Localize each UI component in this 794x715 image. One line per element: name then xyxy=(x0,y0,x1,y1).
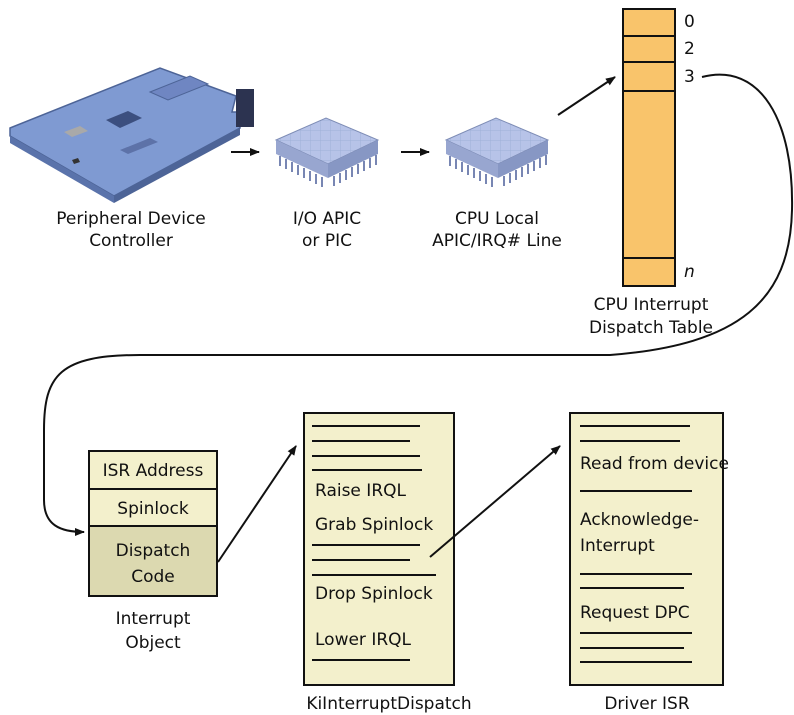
ioapic-chip-icon xyxy=(274,117,380,187)
arrow-dispatch-to-ki xyxy=(217,445,297,563)
ki-interrupt-dispatch-doc xyxy=(303,412,455,686)
ki-step-lower-irql: Lower IRQL xyxy=(315,630,412,650)
arrow-idt-to-interrupt-object xyxy=(43,73,794,536)
isr-address-field: ISR Address xyxy=(103,461,204,481)
arrow-ki-to-driver-isr xyxy=(429,445,561,558)
ioapic-label-line2: or PIC xyxy=(302,231,352,251)
cpu-local-label-line2: APIC/IRQ# Line xyxy=(432,231,562,251)
driver-isr-doc xyxy=(569,412,724,686)
interrupt-object-label-line2: Object xyxy=(125,633,181,653)
isr-step-request-dpc: Request DPC xyxy=(580,603,690,623)
arrow-cpu-local-to-idt xyxy=(557,76,616,116)
dispatch-code-line1: Dispatch xyxy=(116,541,191,561)
idt-entry-2: 2 xyxy=(684,39,695,59)
peripheral-label-line2: Controller xyxy=(89,231,173,251)
isr-step-read-from-device: Read from device xyxy=(580,454,729,474)
ki-step-grab-spinlock: Grab Spinlock xyxy=(315,515,433,535)
idt-table xyxy=(622,8,676,287)
spinlock-field: Spinlock xyxy=(117,499,189,519)
driver-isr-label: Driver ISR xyxy=(604,694,690,714)
isr-step-acknowledge-line2: Interrupt xyxy=(580,536,655,556)
idt-entry-n: n xyxy=(684,262,695,282)
dispatch-code-line2: Code xyxy=(131,567,175,587)
peripheral-label-line1: Peripheral Device xyxy=(56,209,206,229)
idt-label-line1: CPU Interrupt xyxy=(594,295,709,315)
idt-label-line2: Dispatch Table xyxy=(589,318,713,338)
ioapic-label-line1: I/O APIC xyxy=(293,209,361,229)
ki-step-drop-spinlock: Drop Spinlock xyxy=(315,584,433,604)
interrupt-object-label-line1: Interrupt xyxy=(116,609,191,629)
cpu-local-label-line1: CPU Local xyxy=(455,209,539,229)
cpu-local-apic-chip-icon xyxy=(444,117,550,187)
isr-step-acknowledge-line1: Acknowledge- xyxy=(580,510,699,530)
idt-entry-3: 3 xyxy=(684,67,695,87)
peripheral-card-icon xyxy=(9,67,254,203)
ki-dispatch-label: KiInterruptDispatch xyxy=(306,694,471,714)
idt-entry-0: 0 xyxy=(684,12,695,32)
interrupt-object-box xyxy=(88,450,218,597)
ki-step-raise-irql: Raise IRQL xyxy=(315,481,407,501)
